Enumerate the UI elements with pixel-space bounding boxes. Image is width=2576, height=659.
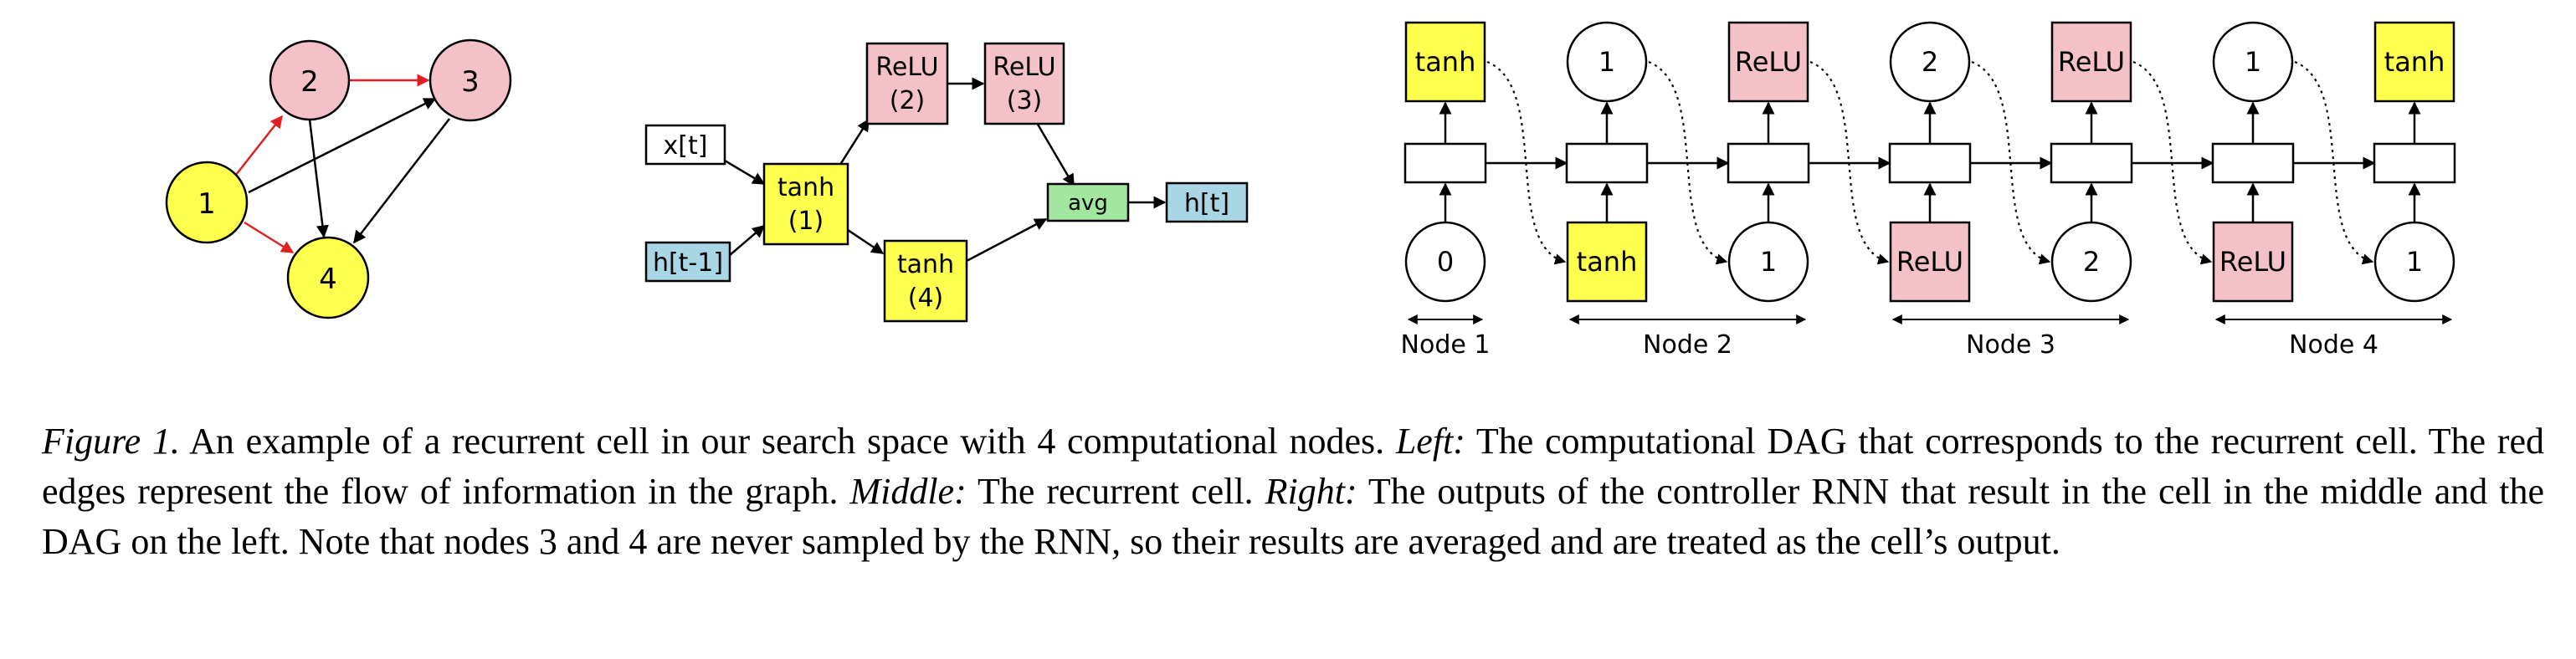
dag-edge-1-4 [244, 221, 295, 254]
rnn-input-6-box [2212, 221, 2294, 303]
rnn-feedback-arrow [1486, 60, 1567, 265]
caption-right-label: Right: [1265, 471, 1357, 512]
dag-panel: 1 2 3 4 [165, 38, 512, 319]
dag-node-1: 1 [165, 161, 249, 244]
rnn-feedback-arrow [2294, 60, 2374, 265]
controller-panel: 0tanhtanh11ReLUReLU22ReLUReLU11tanhNode … [1401, 21, 2456, 360]
cell-node-2: ReLU (2) [865, 42, 949, 125]
cell-output-h: h[t] [1165, 181, 1249, 223]
rnn-group-label-1: Node 1 [1401, 330, 1491, 360]
cell-edge-x-tanh1 [724, 159, 766, 186]
dag-node-1-label: 1 [198, 187, 216, 221]
caption-middle-label: Middle: [849, 471, 967, 512]
rnn-cell-1 [1403, 142, 1487, 184]
dag-node-2: 2 [269, 39, 351, 121]
cell-node-4-op: tanh [897, 250, 954, 279]
cell-input-h: h[t-1] [644, 241, 731, 283]
rnn-output-5-box [2050, 21, 2132, 103]
rnn-group-label-3: Node 3 [1966, 330, 2055, 360]
cell-avg-node: avg [1046, 182, 1130, 222]
cell-node-3-op: ReLU [993, 53, 1055, 82]
figure-caption: Figure 1. An example of a recurrent cell… [42, 416, 2544, 567]
cell-input-x-label: x[t] [664, 131, 708, 161]
cell-node-3: ReLU (3) [983, 42, 1065, 125]
caption-left-text: The computational DAG that corresponds t… [42, 421, 2544, 512]
rnn-output-3-box [1727, 21, 1809, 103]
rnn-output-7-box [2373, 21, 2455, 103]
rnn-feedback-arrow [2132, 60, 2213, 265]
dag-edge-1-3 [248, 97, 437, 194]
dag-node-3-label: 3 [461, 65, 480, 99]
rnn-cell-2 [1565, 142, 1649, 184]
cell-node-3-idx: (3) [1007, 86, 1043, 115]
cell-panel: x[t] h[t-1] tanh (1) ReLU (2) ReLU (3) t… [644, 42, 1249, 323]
rnn-output-4-circle [1889, 21, 1971, 103]
cell-edge-tanh1-tanh4 [847, 228, 885, 255]
rnn-feedback-arrow [1648, 60, 1728, 265]
rnn-group-label-4: Node 4 [2289, 330, 2378, 360]
rnn-feedback-arrow [1809, 60, 1890, 265]
cell-node-4: tanh (4) [883, 239, 968, 323]
rnn-output-6-circle [2212, 21, 2294, 103]
cell-node-1: tanh (1) [762, 162, 849, 246]
cell-edge-relu3-avg [1035, 122, 1075, 187]
cell-input-h-label: h[t-1] [653, 248, 723, 278]
rnn-feedback-arrow [1971, 60, 2051, 265]
rnn-output-1-label: tanh [1415, 46, 1476, 78]
rnn-input-3-circle [1727, 221, 1809, 303]
caption-left-label: Left: [1395, 421, 1465, 462]
cell-node-1-op: tanh [777, 173, 834, 202]
rnn-cell-3 [1727, 142, 1810, 184]
dag-edge-3-4 [353, 118, 450, 244]
rnn-input-4-label: ReLU [1896, 246, 1963, 278]
rnn-cell-7 [2373, 142, 2456, 184]
rnn-input-6-label: ReLU [2219, 246, 2286, 278]
cell-edge-h-tanh1 [729, 225, 766, 256]
rnn-output-2-label: 1 [1598, 46, 1615, 78]
cell-avg-label: avg [1068, 191, 1108, 216]
caption-right-text: The outputs of the controller RNN that r… [42, 471, 2544, 562]
rnn-output-2-circle [1566, 21, 1648, 103]
cell-node-4-idx: (4) [908, 284, 944, 313]
cell-output-h-label: h[t] [1184, 189, 1229, 218]
cell-edge-tanh4-avg [966, 217, 1048, 263]
dag-edge-2-4 [308, 119, 329, 238]
rnn-group-label-2: Node 2 [1643, 330, 1732, 360]
dag-node-2-label: 2 [300, 65, 319, 99]
dag-edges [235, 74, 450, 254]
cell-edge-tanh1-relu2 [835, 118, 870, 171]
cell-node-2-idx: (2) [890, 86, 926, 115]
dag-node-4: 4 [286, 236, 370, 319]
rnn-input-7-label: 1 [2406, 246, 2423, 278]
rnn-input-4-box [1889, 221, 1971, 303]
cell-input-x: x[t] [644, 124, 726, 166]
rnn-output-1-box [1404, 21, 1486, 103]
rnn-input-5-circle [2050, 221, 2132, 303]
figure-1: 1 2 3 4 x[t] [165, 21, 2456, 360]
cell-edges [724, 77, 1167, 263]
rnn-cell-6 [2211, 142, 2295, 184]
rnn-input-5-label: 2 [2083, 246, 2100, 278]
rnn-cell-5 [2050, 142, 2133, 184]
caption-figure-label: Figure 1. [42, 421, 180, 462]
rnn-input-3-label: 1 [1760, 246, 1777, 278]
caption-middle-text: The recurrent cell. [966, 471, 1265, 512]
rnn-input-1-circle [1404, 221, 1486, 303]
rnn-input-2-label: tanh [1577, 246, 1638, 278]
rnn-cell-4 [1888, 142, 1972, 184]
dag-node-3: 3 [428, 38, 512, 122]
rnn-input-1-label: 0 [1437, 246, 1454, 278]
cell-node-2-op: ReLU [875, 53, 938, 82]
cell-node-1-idx: (1) [788, 207, 824, 236]
rnn-output-4-label: 2 [1922, 46, 1938, 78]
rnn-output-6-label: 1 [2245, 46, 2261, 78]
dag-node-4-label: 4 [319, 263, 337, 296]
rnn-output-7-label: tanh [2384, 46, 2445, 78]
rnn-input-2-box [1566, 221, 1648, 303]
dag-edge-1-2 [235, 115, 283, 176]
rnn-output-3-label: ReLU [1735, 46, 1802, 78]
rnn-input-7-circle [2373, 221, 2455, 303]
rnn-output-5-label: ReLU [2058, 46, 2125, 78]
caption-intro: An example of a recurrent cell in our se… [179, 421, 1396, 462]
